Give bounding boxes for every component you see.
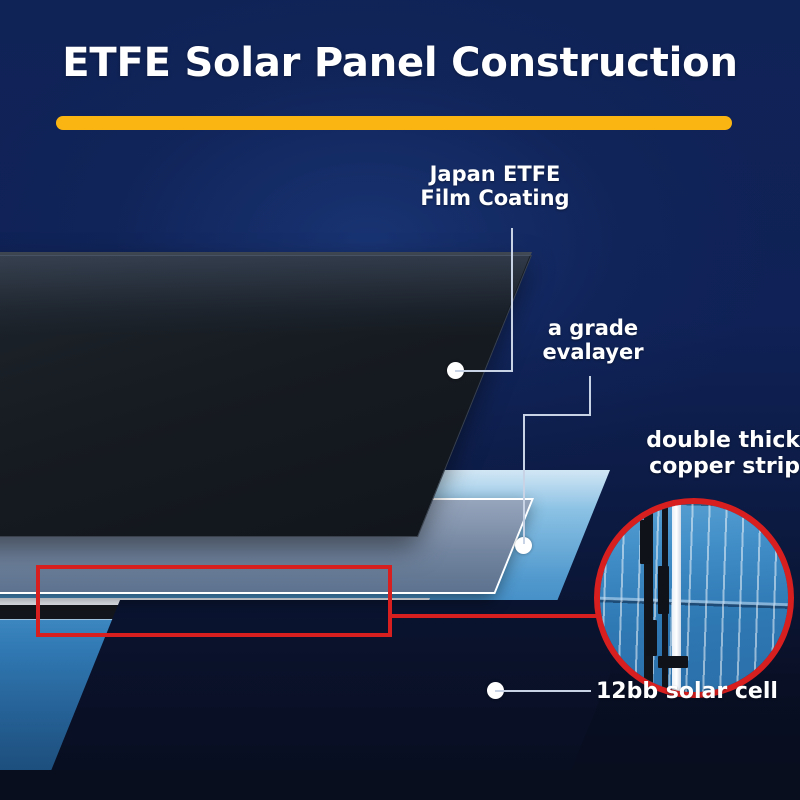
callout-label-line-1: a grade [547,316,639,340]
callout-leader-cell-h [495,690,591,692]
magnifier-busbar-dark-left [644,504,653,692]
magnifier-copper-tab-4 [658,656,688,668]
callout-label-line-2: Film Coating [420,186,570,211]
callout-leader-etfe-v [511,228,513,372]
callout-label-line-2: evalayer [542,340,644,365]
page-title: ETFE Solar Panel Construction [62,40,738,86]
callout-label-line-1: double thick [646,428,800,453]
magnifier-copper-tab-1 [640,520,651,564]
callout-label-japan-etfe-film-coating: Japan ETFE Film Coating [370,162,620,211]
callout-leader-eva-h [525,414,591,416]
callout-label-line-1: 12bb solar cell [596,679,778,704]
copper-strip-magnifier [594,498,794,698]
callout-label-12bb-solar-cell: 12bb solar cell [596,679,800,705]
callout-leader-eva-v2 [523,414,525,544]
callout-leader-eva-v [589,376,591,416]
magnifier-copper-tab-3 [646,620,657,656]
callout-label-line-2: copper strip [649,453,800,479]
highlight-to-magnifier-connector [390,614,600,618]
sheet-bottom-cutaway [0,770,800,800]
copper-strip-highlight-region [36,565,392,637]
callout-leader-etfe-h [455,370,513,372]
callout-dot-eva [515,537,532,554]
magnifier-busbar-white [672,504,681,692]
callout-label-double-thick-copper-strip: double thick copper strip [570,428,800,479]
magnifier-copper-tab-2 [658,566,669,614]
callout-label-line-1: Japan ETFE [429,162,561,186]
title-underline-rule [56,116,732,130]
callout-label-a-grade-evalayer: a grade evalayer [500,316,686,365]
